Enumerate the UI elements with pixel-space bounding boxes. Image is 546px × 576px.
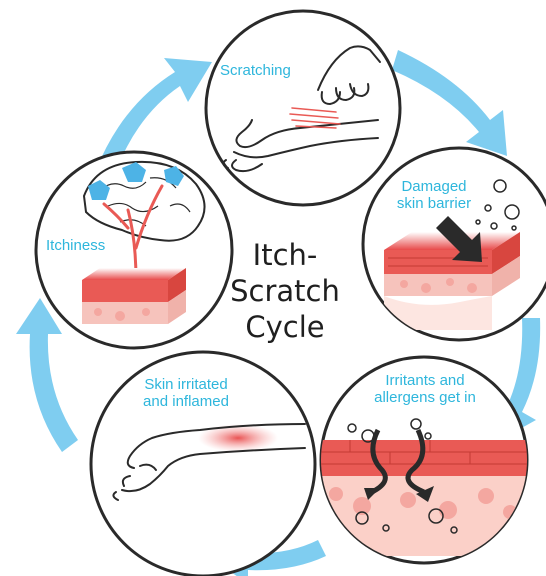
center-title-line1: Itch- (205, 237, 365, 273)
label-inflamed: Skin irritated and inflamed (126, 376, 246, 410)
label-irritants-line2: allergens get in (360, 389, 490, 406)
label-itchiness: Itchiness (46, 237, 105, 254)
label-damaged: Damaged skin barrier (384, 178, 484, 212)
label-itchiness-line1: Itchiness (46, 237, 105, 254)
label-irritants-line1: Irritants and (360, 372, 490, 389)
arrow-to-damaged (392, 50, 507, 156)
label-damaged-line1: Damaged (384, 178, 484, 195)
label-scratching: Scratching (220, 62, 291, 79)
label-inflamed-line1: Skin irritated (126, 376, 246, 393)
label-scratching-line1: Scratching (220, 62, 291, 79)
center-title-line3: Cycle (205, 309, 365, 345)
label-damaged-line2: skin barrier (384, 195, 484, 212)
center-title: Itch- Scratch Cycle (205, 237, 365, 345)
label-irritants: Irritants and allergens get in (360, 372, 490, 406)
label-inflamed-line2: and inflamed (126, 393, 246, 410)
circle-scratching (206, 11, 400, 205)
center-title-line2: Scratch (205, 273, 365, 309)
